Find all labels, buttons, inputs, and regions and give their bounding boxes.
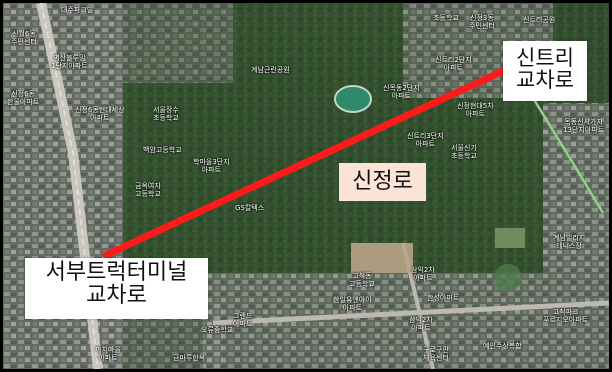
place-label: 그랜드 아파트 bbox=[233, 312, 253, 328]
sports-field bbox=[334, 85, 372, 113]
place-label: 금마루한옥 bbox=[173, 354, 206, 362]
place-label: 까치마을 아파트 bbox=[95, 346, 121, 362]
road-name-label: 신정로 bbox=[339, 163, 426, 201]
place-label: 고척동 고등학교 bbox=[349, 272, 375, 288]
place-label: 신목동2단지 아파트 bbox=[383, 84, 420, 100]
place-label: 금옥여자 고등학교 bbox=[135, 182, 161, 198]
place-label: 한일유앤아이 아파트 bbox=[333, 296, 372, 312]
place-label: 계남빌리지 테니스장 bbox=[553, 234, 586, 250]
end-label-line-2: 교차로 bbox=[516, 68, 574, 93]
place-label: 학마을3단지 아파트 bbox=[193, 158, 230, 174]
place-label: 신정6동현대세상 아파트 bbox=[75, 106, 125, 122]
place-label: 백암고등학교 bbox=[143, 146, 182, 154]
place-label: 신월6동 주민센터 bbox=[11, 30, 37, 46]
place-label: 예인주상복합 bbox=[483, 342, 522, 350]
place-label: 신트리공원 bbox=[523, 16, 556, 24]
place-label: 서울신기 초등학교 bbox=[451, 144, 477, 160]
place-label: 목동신시가지 13단지아파트 bbox=[563, 118, 605, 134]
urban-block-north bbox=[123, 3, 233, 83]
end-intersection-callout: 신트리 교차로 bbox=[503, 41, 587, 101]
place-label: 계남근린공원 bbox=[251, 66, 290, 74]
place-label: 고척파크 푸르지오아파트 bbox=[543, 308, 589, 324]
place-label: 신트리3단지 아파트 bbox=[407, 132, 444, 148]
place-label: 대주파크빌 bbox=[61, 6, 94, 14]
place-label: 삼익2차 아파트 bbox=[409, 316, 433, 332]
place-label: 한성아파트 bbox=[427, 294, 460, 302]
place-label: 초등학교 bbox=[433, 14, 459, 22]
place-label: 신정3동 주민센터 bbox=[469, 14, 495, 30]
start-intersection-callout: 서부트럭터미널 교차로 bbox=[25, 258, 208, 319]
east-road bbox=[531, 97, 605, 214]
place-label: 삼익2차 아파트 bbox=[411, 266, 435, 282]
place-label: 벽산블루밍 1단지아파트 bbox=[51, 54, 88, 70]
school-field bbox=[351, 243, 413, 273]
end-label-line-1: 신트리 bbox=[516, 46, 574, 70]
place-label: 오류중학교 bbox=[201, 326, 234, 334]
place-label: GS칼텍스 bbox=[235, 204, 265, 212]
place-label: 구로구민 체육센터 bbox=[423, 346, 449, 362]
place-label: 서울장수 초등학교 bbox=[153, 106, 179, 122]
place-label: 신트리2단지 아파트 bbox=[435, 56, 472, 72]
place-label: 신정현대5차 아파트 bbox=[457, 102, 494, 118]
start-label-line-2: 교차로 bbox=[86, 283, 147, 309]
route-line-sinjeong-ro[interactable] bbox=[102, 67, 507, 259]
place-label: 신정6동 한울아파트 bbox=[7, 90, 40, 106]
start-label-line-1: 서부트럭터미널 bbox=[45, 260, 188, 285]
